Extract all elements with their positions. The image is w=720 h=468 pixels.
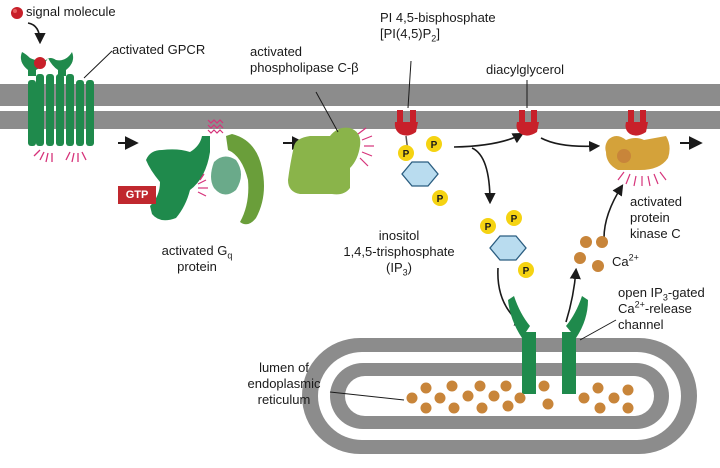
bound-signal-molecule bbox=[34, 57, 46, 69]
dag-to-pkc-arrow bbox=[540, 137, 601, 153]
ip3-gated-channel-icon bbox=[508, 296, 588, 394]
lumen-calcium-ions bbox=[406, 380, 634, 414]
ca-to-pkc-arrow bbox=[603, 184, 624, 239]
pkc-label: activated protein kinase C bbox=[630, 194, 683, 241]
signal-arrow bbox=[27, 22, 46, 45]
channel-label-leader bbox=[579, 319, 617, 341]
phosphate-label: P bbox=[484, 222, 492, 233]
lumen-label-leader bbox=[329, 391, 405, 401]
ip3-icon bbox=[480, 210, 534, 278]
signal-molecule-label: signal molecule bbox=[26, 4, 116, 19]
activated-gpcr-label: activated GPCR bbox=[112, 42, 206, 57]
dag-label: diacylglycerol bbox=[486, 62, 565, 77]
released-calcium-ions bbox=[574, 236, 608, 272]
pip2-headgroup-icon bbox=[398, 136, 448, 206]
phospholipase-c-icon bbox=[288, 127, 374, 195]
ip3-label: inositol 1,4,5-trisphosphate (IP3) bbox=[343, 228, 455, 278]
calcium-label: Ca2+ bbox=[612, 252, 639, 269]
gq-protein-label: activated Gq protein bbox=[161, 243, 233, 274]
protein-kinase-c-icon bbox=[605, 110, 670, 187]
phosphate-label: P bbox=[522, 266, 530, 277]
gq-protein-icon bbox=[118, 119, 264, 225]
gpcr-label-leader bbox=[83, 50, 113, 79]
signal-molecule-icon bbox=[11, 7, 23, 19]
cleavage-arrow-dag bbox=[453, 132, 524, 148]
er-lumen-label: lumen of endoplasmic reticulum bbox=[247, 360, 321, 407]
pip2-label: PI 4,5-bisphosphate [PI(4,5)P2] bbox=[380, 10, 496, 44]
ca-release-arrow bbox=[565, 267, 581, 323]
phosphate-label: P bbox=[430, 140, 438, 151]
plasma-membrane bbox=[0, 84, 720, 129]
gpcr-receptor-icon bbox=[20, 52, 94, 146]
ip3-channel-label: open IP3-gated Ca2+-release channel bbox=[618, 285, 705, 332]
plc-label: activated phospholipase C-β bbox=[250, 44, 359, 75]
phosphate-label: P bbox=[402, 149, 410, 160]
gtp-label: GTP bbox=[125, 189, 149, 201]
diacylglycerol-icon bbox=[516, 110, 539, 136]
phosphate-label: P bbox=[510, 214, 518, 225]
phosphate-label: P bbox=[436, 194, 444, 205]
cleavage-arrow-ip3 bbox=[471, 147, 496, 205]
pip2-label-leader bbox=[407, 60, 412, 109]
pip2-lipid-icon bbox=[394, 110, 418, 153]
plc-label-leader bbox=[315, 91, 339, 133]
gpcr-activation-rays bbox=[33, 149, 87, 163]
